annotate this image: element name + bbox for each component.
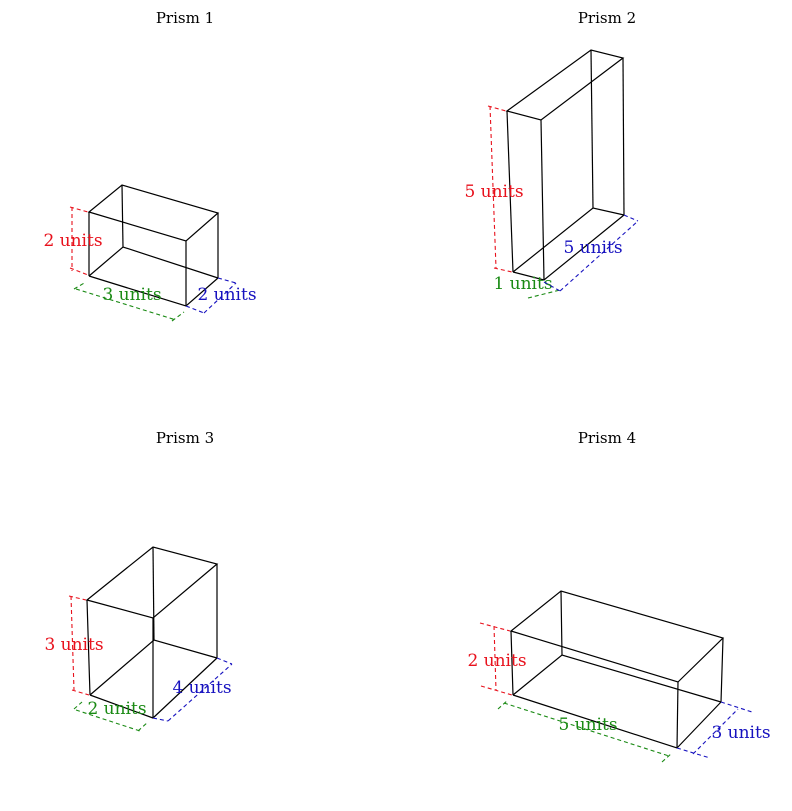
- prism-2-title: Prism 2: [578, 9, 636, 27]
- prism-4-height-dimension: 2 units: [467, 622, 527, 696]
- prism-2-length-dimension: 1 units: [493, 274, 561, 299]
- prism-3-title: Prism 3: [156, 429, 214, 447]
- prism-3-length-dimension: 2 units: [73, 699, 149, 732]
- prism-2-length-label: 1 units: [493, 274, 552, 294]
- prism-4-depth-line: [676, 701, 753, 759]
- prism-1-length-dimension: 3 units: [73, 281, 185, 322]
- prism-2-height-line: [487, 105, 513, 273]
- prism-2-height-label: 5 units: [464, 182, 523, 202]
- prism-1-height-dimension: 2 units: [43, 206, 103, 276]
- prism-1-panel: Prism 1 2 units 3 units 2 units: [43, 9, 257, 322]
- prism-2-panel: Prism 2 5 units 1 units 5 units: [464, 9, 639, 299]
- prism-4-depth-dimension: 3 units: [676, 701, 771, 759]
- prism-1-depth-dimension: 2 units: [185, 277, 257, 314]
- prism-4-title: Prism 4: [578, 429, 636, 447]
- prism-1-length-line: [73, 281, 185, 322]
- prism-4-height-line: [479, 622, 513, 696]
- prism-1-depth-line: [185, 277, 237, 314]
- prism-3-length-line: [73, 701, 149, 732]
- prism-4-height-label: 2 units: [467, 651, 526, 671]
- prism-1-height-line: [69, 206, 89, 276]
- prism-2-edges: [505, 49, 625, 281]
- prism-2-height-dimension: 5 units: [464, 105, 524, 273]
- prism-1-height-label: 2 units: [43, 231, 102, 251]
- prism-1-edges: [87, 184, 220, 307]
- prism-2-depth-label: 5 units: [563, 238, 622, 258]
- prism-3-height-dimension: 3 units: [44, 595, 104, 696]
- prism-4-panel: Prism 4 2 units 5 units 3 units: [467, 429, 771, 763]
- prism-1-depth-label: 2 units: [197, 285, 256, 305]
- prism-2-depth-line: [543, 214, 639, 292]
- prism-3-edges: [85, 546, 219, 719]
- prism-2-depth-dimension: 5 units: [543, 214, 639, 292]
- prism-3-length-label: 2 units: [87, 699, 146, 719]
- prism-4-depth-label: 3 units: [711, 723, 770, 743]
- prism-4-length-dimension: 5 units: [497, 699, 673, 763]
- prism-3-height-line: [68, 595, 90, 696]
- prism-3-height-label: 3 units: [44, 635, 103, 655]
- prism-3-panel: Prism 3 3 units 2 units 4 units: [44, 429, 233, 732]
- prism-1-title: Prism 1: [156, 9, 214, 27]
- prism-1-length-label: 3 units: [102, 285, 161, 305]
- prism-4-length-line: [497, 699, 673, 763]
- prism-3-depth-label: 4 units: [172, 678, 231, 698]
- prism-4-length-label: 5 units: [558, 715, 617, 735]
- prism-2-length-line: [527, 289, 561, 299]
- prism-3-depth-line: [152, 657, 233, 722]
- prism-3-depth-dimension: 4 units: [152, 657, 233, 722]
